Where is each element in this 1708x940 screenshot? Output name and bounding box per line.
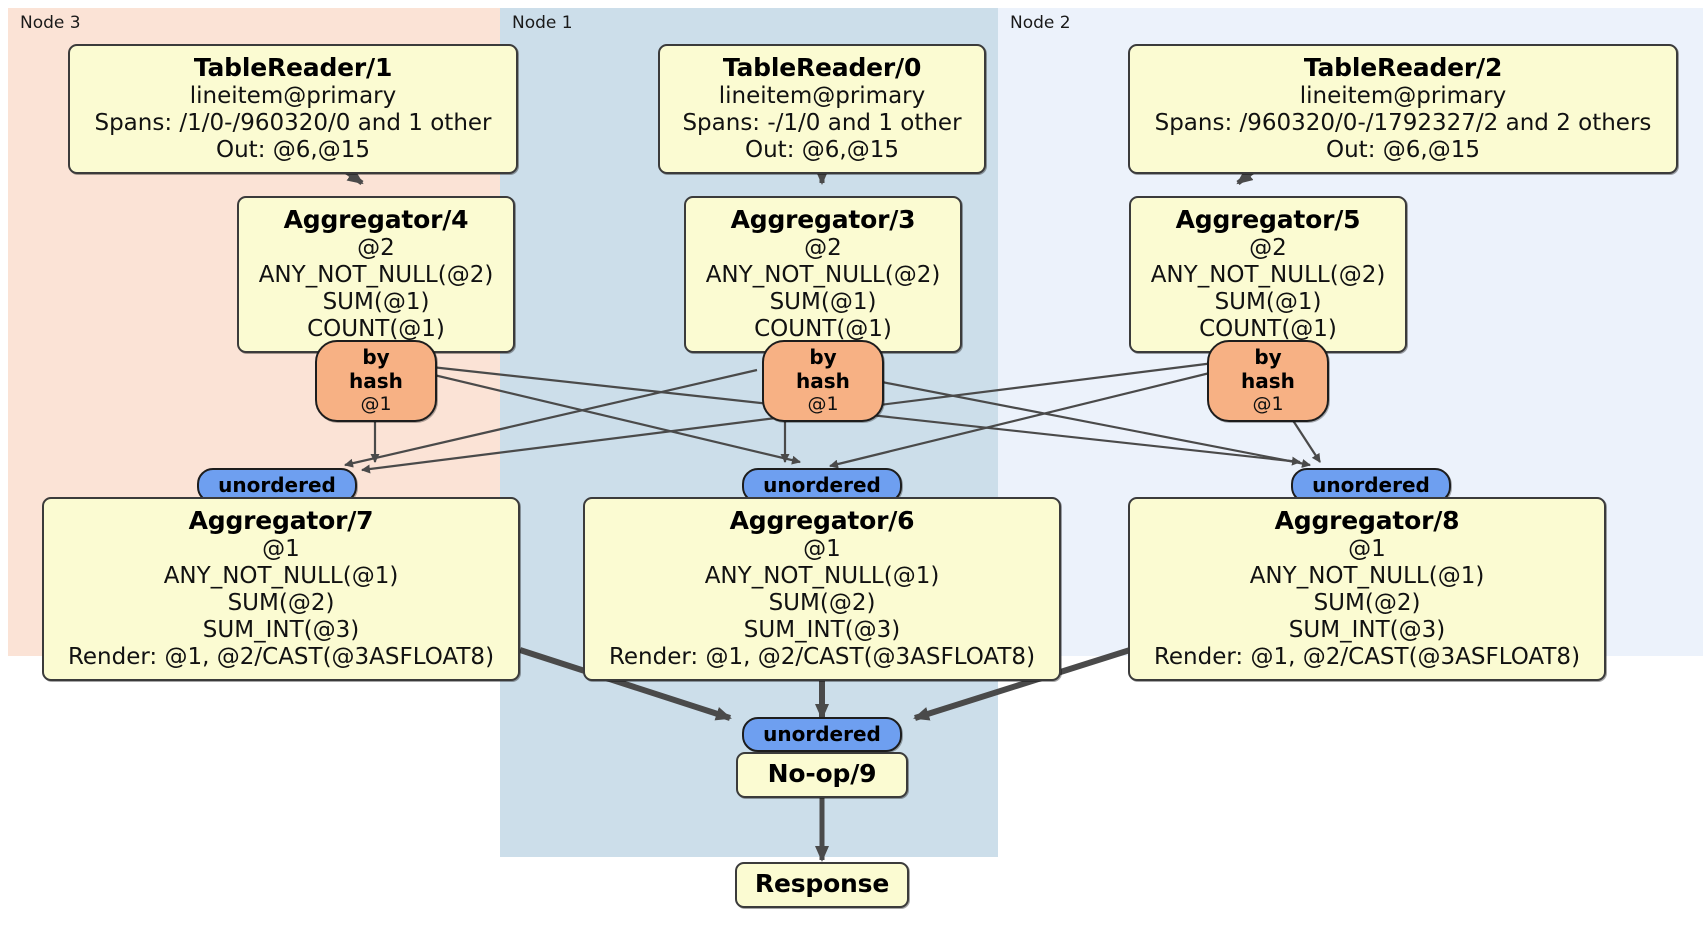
- sync-title: unordered: [218, 473, 336, 497]
- processor-detail: SUM_INT(@3): [743, 617, 901, 643]
- processor-detail: Render: @1, @2/CAST(@3ASFLOAT8): [1153, 644, 1581, 670]
- processor-detail: Out: @6,@15: [1326, 137, 1480, 163]
- node-panel-label-node1: Node 1: [512, 13, 573, 33]
- sync-title: unordered: [763, 722, 881, 746]
- processor-detail: @1: [262, 536, 300, 562]
- processor-response[interactable]: Response: [735, 862, 909, 908]
- node-panel-label-node3: Node 3: [20, 13, 81, 33]
- processor-detail: SUM_INT(@3): [202, 617, 360, 643]
- processor-detail: ANY_NOT_NULL(@2): [258, 262, 494, 288]
- router-title: by hash: [349, 345, 403, 393]
- processor-noop-9[interactable]: No-op/9: [736, 752, 908, 798]
- processor-title: Aggregator/5: [1175, 205, 1361, 234]
- processor-detail: @1: [1348, 536, 1386, 562]
- processor-aggregator-4[interactable]: Aggregator/4 @2 ANY_NOT_NULL(@2) SUM(@1)…: [237, 196, 515, 353]
- processor-tablereader-2[interactable]: TableReader/2 lineitem@primary Spans: /9…: [1128, 44, 1678, 174]
- processor-aggregator-8[interactable]: Aggregator/8 @1 ANY_NOT_NULL(@1) SUM(@2)…: [1128, 497, 1606, 681]
- processor-detail: ANY_NOT_NULL(@1): [163, 563, 399, 589]
- processor-title: Aggregator/3: [730, 205, 916, 234]
- router-pill-by-hash-center[interactable]: by hash @1: [762, 340, 884, 422]
- processor-detail: COUNT(@1): [754, 316, 892, 342]
- processor-tablereader-1[interactable]: TableReader/1 lineitem@primary Spans: /1…: [68, 44, 518, 174]
- processor-detail: SUM_INT(@3): [1288, 617, 1446, 643]
- processor-detail: COUNT(@1): [307, 316, 445, 342]
- processor-detail: SUM(@1): [1214, 289, 1322, 315]
- router-subtitle: @1: [1252, 393, 1284, 415]
- sync-pill-unordered-right[interactable]: unordered: [1291, 468, 1451, 503]
- processor-detail: COUNT(@1): [1199, 316, 1337, 342]
- router-pill-by-hash-left[interactable]: by hash @1: [315, 340, 437, 422]
- processor-detail: ANY_NOT_NULL(@2): [1150, 262, 1386, 288]
- processor-detail: @2: [1249, 235, 1287, 261]
- sync-pill-unordered-final[interactable]: unordered: [742, 717, 902, 752]
- sync-title: unordered: [1312, 473, 1430, 497]
- processor-detail: Spans: /1/0-/960320/0 and 1 other: [94, 110, 492, 136]
- processor-detail: Render: @1, @2/CAST(@3ASFLOAT8): [608, 644, 1036, 670]
- processor-detail: ANY_NOT_NULL(@1): [1249, 563, 1485, 589]
- processor-detail: @1: [803, 536, 841, 562]
- processor-title: Aggregator/6: [729, 506, 915, 535]
- processor-aggregator-3[interactable]: Aggregator/3 @2 ANY_NOT_NULL(@2) SUM(@1)…: [684, 196, 962, 353]
- processor-detail: Out: @6,@15: [745, 137, 899, 163]
- processor-detail: SUM(@2): [768, 590, 876, 616]
- node-panel-label-node2: Node 2: [1010, 13, 1071, 33]
- processor-title: TableReader/2: [1303, 53, 1503, 82]
- processor-title: Aggregator/8: [1274, 506, 1460, 535]
- processor-detail: SUM(@1): [769, 289, 877, 315]
- processor-detail: SUM(@2): [227, 590, 335, 616]
- router-title: by hash: [1241, 345, 1295, 393]
- processor-detail: lineitem@primary: [1299, 83, 1507, 109]
- processor-detail: ANY_NOT_NULL(@2): [705, 262, 941, 288]
- processor-aggregator-6[interactable]: Aggregator/6 @1 ANY_NOT_NULL(@1) SUM(@2)…: [583, 497, 1061, 681]
- processor-detail: SUM(@1): [322, 289, 430, 315]
- processor-title: No-op/9: [767, 759, 877, 788]
- router-subtitle: @1: [807, 393, 839, 415]
- processor-title: TableReader/0: [722, 53, 922, 82]
- processor-title: Aggregator/7: [188, 506, 374, 535]
- processor-detail: Render: @1, @2/CAST(@3ASFLOAT8): [67, 644, 495, 670]
- router-pill-by-hash-right[interactable]: by hash @1: [1207, 340, 1329, 422]
- processor-detail: lineitem@primary: [718, 83, 926, 109]
- processor-detail: ANY_NOT_NULL(@1): [704, 563, 940, 589]
- processor-detail: lineitem@primary: [189, 83, 397, 109]
- processor-detail: Out: @6,@15: [216, 137, 370, 163]
- processor-title: Response: [754, 869, 890, 898]
- processor-detail: @2: [357, 235, 395, 261]
- router-subtitle: @1: [360, 393, 392, 415]
- processor-aggregator-5[interactable]: Aggregator/5 @2 ANY_NOT_NULL(@2) SUM(@1)…: [1129, 196, 1407, 353]
- processor-aggregator-7[interactable]: Aggregator/7 @1 ANY_NOT_NULL(@1) SUM(@2)…: [42, 497, 520, 681]
- processor-title: Aggregator/4: [283, 205, 469, 234]
- processor-detail: Spans: -/1/0 and 1 other: [682, 110, 962, 136]
- sync-title: unordered: [763, 473, 881, 497]
- processor-detail: SUM(@2): [1313, 590, 1421, 616]
- processor-detail: Spans: /960320/0-/1792327/2 and 2 others: [1154, 110, 1652, 136]
- router-title: by hash: [796, 345, 850, 393]
- processor-title: TableReader/1: [193, 53, 393, 82]
- processor-tablereader-0[interactable]: TableReader/0 lineitem@primary Spans: -/…: [658, 44, 986, 174]
- processor-detail: @2: [804, 235, 842, 261]
